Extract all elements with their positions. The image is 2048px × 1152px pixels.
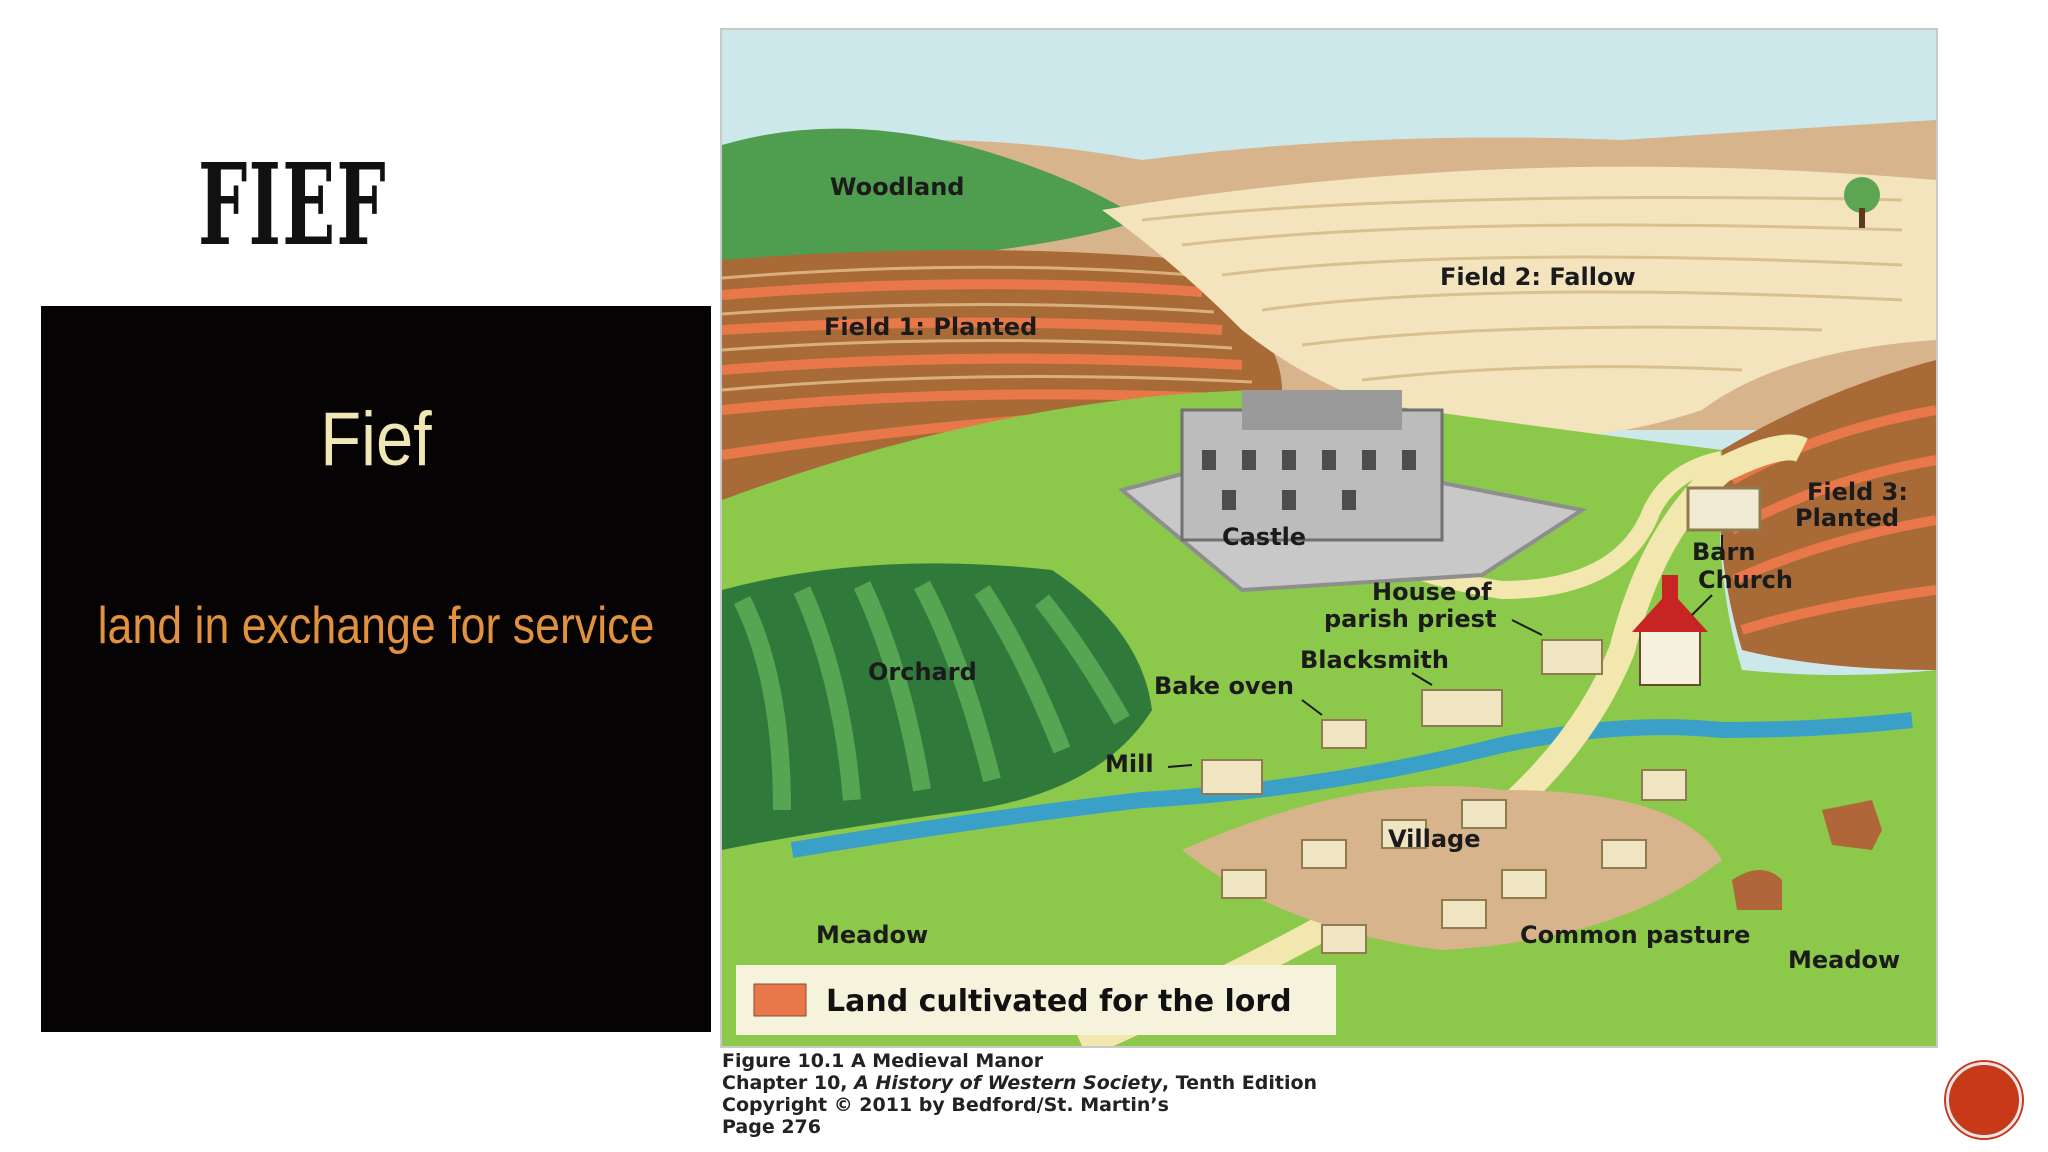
- label-village: Village: [1388, 825, 1480, 853]
- label-blacksmith: Blacksmith: [1300, 646, 1449, 674]
- church-building: [1639, 629, 1701, 686]
- barn-building: [1686, 486, 1762, 532]
- legend-box: [736, 965, 1336, 1035]
- caption-line-2-prefix: Chapter 10,: [722, 1072, 855, 1094]
- cow-figure: [1732, 870, 1782, 910]
- legend-label: Land cultivated for the lord: [826, 984, 1292, 1019]
- next-slide-button[interactable]: [1946, 1062, 2022, 1138]
- castle-building: [1180, 408, 1444, 542]
- label-house-line2: parish priest: [1324, 605, 1496, 633]
- medieval-manor-map: Woodland Field 2: Fallow Field 1: Plante…: [720, 28, 1938, 1048]
- label-field-3-line1: Field 3:: [1807, 478, 1908, 506]
- label-meadow-right: Meadow: [1788, 946, 1900, 974]
- label-barn: Barn: [1692, 538, 1755, 566]
- label-woodland: Woodland: [830, 173, 964, 201]
- video-definition: land in exchange for service: [97, 597, 655, 655]
- video-panel[interactable]: Fief land in exchange for service: [41, 306, 711, 1032]
- village-area: [1182, 786, 1722, 950]
- label-bake-oven: Bake oven: [1154, 672, 1294, 700]
- figure-caption: Figure 10.1 A Medieval Manor Chapter 10,…: [722, 1050, 1317, 1138]
- label-house-line1: House of: [1372, 578, 1492, 606]
- label-field-2: Field 2: Fallow: [1440, 263, 1636, 291]
- label-common-pasture: Common pasture: [1520, 921, 1750, 949]
- label-mill: Mill: [1105, 750, 1154, 778]
- label-field-3-line2: Planted: [1795, 504, 1899, 532]
- label-meadow-left: Meadow: [816, 921, 928, 949]
- caption-line-4: Page 276: [722, 1116, 821, 1138]
- caption-line-2: Chapter 10, A History of Western Society…: [722, 1072, 1317, 1094]
- caption-line-2-title: A History of Western Society: [854, 1072, 1162, 1094]
- label-field-1: Field 1: Planted: [824, 313, 1037, 341]
- label-castle: Castle: [1222, 523, 1306, 551]
- orchard-area: [722, 563, 1152, 850]
- slide-title: FIEF: [198, 140, 387, 271]
- video-heading: Fief: [320, 397, 432, 482]
- caption-line-1: Figure 10.1 A Medieval Manor: [722, 1050, 1044, 1072]
- legend-swatch: [753, 983, 807, 1017]
- caption-line-2-suffix: , Tenth Edition: [1161, 1072, 1318, 1094]
- woodland-area: [722, 128, 1142, 270]
- caption-line-3: Copyright © 2011 by Bedford/St. Martin’s: [722, 1094, 1169, 1116]
- horse-figure: [1822, 800, 1882, 850]
- label-church: Church: [1698, 566, 1793, 594]
- label-orchard: Orchard: [868, 658, 977, 686]
